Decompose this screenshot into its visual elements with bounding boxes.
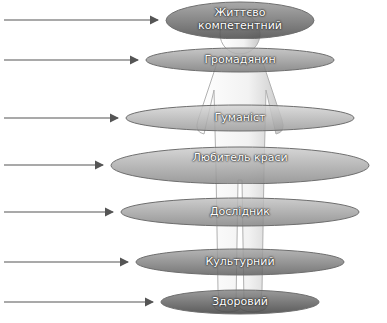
level-disc: Культурний (135, 248, 345, 276)
level-label: Громадянин (204, 54, 275, 67)
level-disc: Життєво компетентний (165, 1, 315, 40)
level-disc: Здоровий (160, 289, 320, 315)
level-disc: Дослідник (120, 197, 360, 227)
level-disc: Громадянин (145, 47, 335, 73)
level-disc: Любитель краси (110, 146, 370, 185)
level-label: Гуманіст (215, 112, 266, 125)
level-label: Здоровий (212, 296, 268, 309)
level-disc: Гуманіст (125, 104, 355, 132)
level-label: Культурний (205, 256, 274, 269)
level-label: Любитель краси (192, 152, 287, 165)
level-label: Життєво компетентний (185, 7, 295, 32)
level-label: Дослідник (210, 206, 270, 219)
